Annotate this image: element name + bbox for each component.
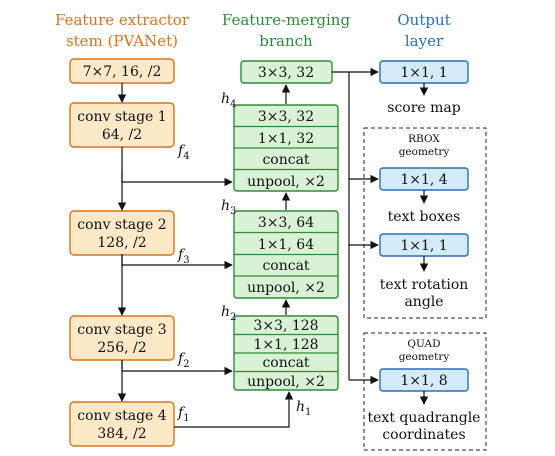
output-header-line1: Output xyxy=(397,11,450,29)
merge-top-node: 3×3, 32 xyxy=(240,60,333,84)
text-rotation-label-line1: text rotation xyxy=(380,277,469,293)
merge-block-1-conv3: 3×3, 32 xyxy=(258,109,314,125)
text-boxes-conv-label: 1×1, 4 xyxy=(400,172,447,188)
merge-header-line2: branch xyxy=(259,32,313,50)
text-boxes-label: text boxes xyxy=(388,209,461,225)
merge-block-3-unpool: unpool, ×2 xyxy=(247,374,325,390)
merge-block-2-conv1: 1×1, 64 xyxy=(258,237,314,253)
rbox-subtitle: geometry xyxy=(399,146,450,158)
conv-stage-1-params: 64, /2 xyxy=(102,127,142,143)
conv-stage-3-params: 256, /2 xyxy=(97,340,146,356)
quad-subtitle: geometry xyxy=(399,351,450,363)
score-map-conv-label: 1×1, 1 xyxy=(400,65,447,81)
stem-header-line2: stem (PVANet) xyxy=(66,32,178,50)
conv-stage-2-title: conv stage 2 xyxy=(77,217,166,233)
f1-label: f1 xyxy=(177,405,190,424)
merge-block-2-unpool: unpool, ×2 xyxy=(247,280,325,296)
output-header-line2: layer xyxy=(405,32,444,50)
merge-top-label: 3×3, 32 xyxy=(258,65,314,81)
quad-node: 1×1, 8 xyxy=(379,368,469,392)
merge-block-2-conv3: 3×3, 64 xyxy=(258,215,314,231)
f3-label: f3 xyxy=(177,247,190,266)
conv-stage-4-node: conv stage 4 384, /2 xyxy=(69,401,175,447)
quad-title: QUAD xyxy=(407,338,440,350)
stem-header-line1: Feature extractor xyxy=(55,11,190,29)
text-rotation-node: 1×1, 1 xyxy=(379,233,469,257)
rbox-group-frame xyxy=(363,127,487,319)
merge-block-3: 3×3, 128 1×1, 128 concat unpool, ×2 xyxy=(233,315,339,391)
skip-f3-arrow xyxy=(121,254,233,270)
merge-block-2-concat: concat xyxy=(262,258,309,274)
skip-f1-arrow xyxy=(174,391,294,428)
merge-block-1-conv1: 1×1, 32 xyxy=(258,131,314,147)
quad-conv-label: 1×1, 8 xyxy=(400,373,447,389)
score-map-label: score map xyxy=(387,100,461,116)
merge-block-3-concat: concat xyxy=(262,355,309,371)
skip-f2-arrow xyxy=(121,360,233,376)
h1-label: h1 xyxy=(296,399,311,418)
conv-stage-4-title: conv stage 4 xyxy=(77,408,167,424)
h3-label: h3 xyxy=(221,198,236,217)
conv-stage-2-params: 128, /2 xyxy=(97,235,146,251)
score-map-node: 1×1, 1 xyxy=(379,60,469,84)
conv-stage-4-params: 384, /2 xyxy=(97,426,146,442)
conv-stage-1-node: conv stage 1 64, /2 xyxy=(69,102,175,148)
h4-label: h4 xyxy=(221,91,236,110)
merge-block-1: 3×3, 32 1×1, 32 concat unpool, ×2 xyxy=(233,104,339,192)
text-boxes-node: 1×1, 4 xyxy=(379,167,469,191)
conv-stage-1-title: conv stage 1 xyxy=(77,109,166,125)
conv-stage-3-title: conv stage 3 xyxy=(77,322,166,338)
quad-label-line2: coordinates xyxy=(382,427,465,443)
stem-input-label: 7×7, 16, /2 xyxy=(83,64,162,80)
merge-header-line1: Feature-merging xyxy=(222,11,351,29)
merge-block-3-conv3: 3×3, 128 xyxy=(253,318,318,334)
conv-stage-3-node: conv stage 3 256, /2 xyxy=(69,315,175,361)
merge-block-1-unpool: unpool, ×2 xyxy=(247,174,325,190)
conv-stage-2-node: conv stage 2 128, /2 xyxy=(69,210,175,256)
skip-f4-arrow xyxy=(121,170,233,187)
rbox-title: RBOX xyxy=(408,133,440,145)
merge-block-2: 3×3, 64 1×1, 64 concat unpool, ×2 xyxy=(233,210,339,299)
text-rotation-conv-label: 1×1, 1 xyxy=(400,238,447,254)
merge-block-1-concat: concat xyxy=(262,152,309,168)
merge-block-3-conv1: 1×1, 128 xyxy=(253,337,318,353)
f4-label: f4 xyxy=(177,143,190,162)
stem-input-node: 7×7, 16, /2 xyxy=(69,58,175,84)
quad-label-line1: text quadrangle xyxy=(368,410,481,426)
f2-label: f2 xyxy=(177,351,190,370)
text-rotation-label-line2: angle xyxy=(404,294,443,310)
h2-label: h2 xyxy=(221,304,236,323)
